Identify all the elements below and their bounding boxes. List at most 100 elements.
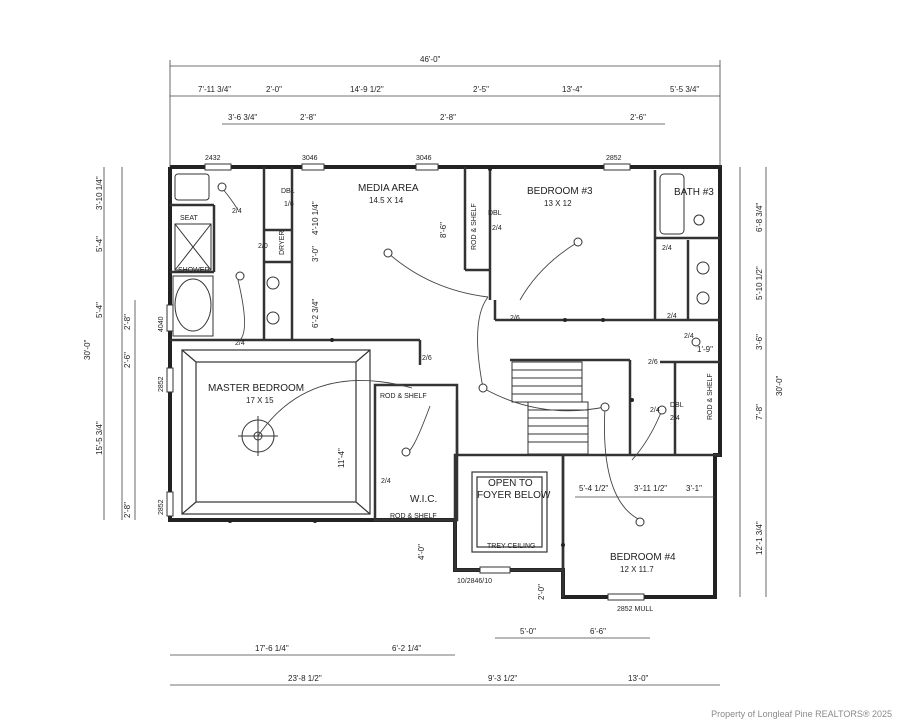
dim-bottom1-0: 17'-6 1/4" [255,644,289,653]
door-7: 2/4 [667,313,677,320]
dim-int-6: 2'-0" [537,584,546,600]
window-tag-8: 10/2846/10 [457,578,492,585]
master-trey-ceiling [181,349,371,515]
dim-bottom2-0: 23'-8 1/2" [288,674,322,683]
open-to-line1: OPEN TO [488,478,533,489]
dim-top1-0: 7'-11 3/4" [198,85,231,94]
dim-right-total: 30'-0" [775,375,784,396]
bedroom4-name: BEDROOM #4 [610,552,676,563]
rod-shelf-wic-top: ROD & SHELF [380,393,427,400]
dim-right1-1: 5'-10 1/2" [755,266,764,300]
dim-top1-1: 2'-0" [266,85,282,94]
dim-int-3: 8'-6" [439,222,448,238]
light-fixtures [217,182,701,527]
window-tag-6: 2852 [158,376,165,392]
dim-int-5: 4'-0" [417,544,426,560]
dim-right1-0: 6'-8 3/4" [755,203,764,232]
dbl-label-2: DBL [488,210,502,217]
trey-ceiling-label: TREY CEILING [487,543,536,550]
window-tag-1: 2432 [205,155,221,162]
dim-top1-3: 2'-5" [473,85,489,94]
master-bedroom-size: 17 X 15 [246,396,274,405]
dim-int-0: 4'-10 1/4" [311,201,320,235]
seat-label: SEAT [180,215,198,222]
dryer-label: DRYER [279,231,286,255]
dim-top-total: 46'-0" [420,55,441,64]
dim-int-2: 6'-2 3/4" [311,299,320,328]
dim-left-total: 30'-0" [83,339,92,360]
dim-int-7: 1'-9" [697,345,713,354]
dimension-lines [103,60,767,686]
rod-shelf-bed4: ROD & SHELF [707,373,714,420]
dim-int-1: 3'-0" [311,246,320,262]
rod-shelf-wic-bottom: ROD & SHELF [390,513,437,520]
door-4: 2/4 [492,225,502,232]
door-9: 2/4 [650,407,660,414]
door-3: 2/0 [258,243,268,250]
bedroom3-name: BEDROOM #3 [527,186,593,197]
dim-bottom-inner-1: 6'-6" [590,627,606,636]
dim-top1-4: 13'-4" [562,85,583,94]
watermark: Property of Longleaf Pine REALTORS® 2025 [711,709,892,719]
open-to-line2: FOYER BELOW [477,490,551,501]
dim-top2-0: 3'-6 3/4" [228,113,257,122]
dim-left2-0: 2'-8" [123,314,132,330]
door-12: 2/4 [381,478,391,485]
window-tag-7: 2852 [158,499,165,515]
wic-name: W.I.C. [410,494,437,505]
dim-bottom-inner-0: 5'-0" [520,627,536,636]
media-area-size: 14.5 X 14 [369,196,404,205]
rod-shelf-bed3: ROD & SHELF [471,203,478,250]
interior-walls [170,167,720,597]
door-13: 2/4 [684,333,694,340]
windows [166,163,645,601]
dim-left1-3: 15'-5 3/4" [95,421,104,455]
dbl-label: DBL [281,188,295,195]
dim-right1-2: 3'-6" [755,334,764,350]
dim-top1-5: 5'-5 3/4" [670,85,699,94]
media-area-name: MEDIA AREA [358,183,419,194]
dbl-label-3: DBL [670,402,684,409]
dim-top2-2: 2'-8" [440,113,456,122]
door-10: 2/4 [670,415,680,422]
dim-left1-0: 3'-10 1/4" [95,176,104,210]
dim-bed4-2: 3'-1" [686,484,702,493]
shower-label: SHOWER [178,267,210,274]
dim-int-4: 11'-4" [337,448,346,468]
dim-bottom1-1: 6'-2 1/4" [392,644,421,653]
dim-bottom2-1: 9'-3 1/2" [488,674,517,683]
dim-right1-3: 7'-8" [755,404,764,420]
door-5: 2/6 [510,315,520,322]
window-tag-3: 3046 [416,155,432,162]
dim-top1-2: 14'-9 1/2" [350,85,384,94]
dim-top2-3: 2'-6" [630,113,646,122]
bath3-name: BATH #3 [674,187,714,198]
door-11: 2/6 [422,355,432,362]
dim-top2-1: 2'-8" [300,113,316,122]
bath-fixtures [172,173,710,337]
stairs [511,361,589,455]
dim-right1-4: 12'-1 3/4" [755,521,764,555]
bedroom3-size: 13 X 12 [544,199,572,208]
door-6: 2/4 [662,245,672,252]
dim-left2-1: 2'-6" [123,352,132,368]
dim-bottom2-2: 13'-0" [628,674,649,683]
dim-bed4-1: 3'-11 1/2" [634,484,667,493]
dim-left1-1: 5'-4" [95,236,104,252]
door-2: 2/4 [235,340,245,347]
master-bedroom-name: MASTER BEDROOM [208,383,304,394]
window-tag-5: 4040 [158,316,165,332]
foyer-trey [471,471,548,553]
door-8: 2/6 [648,359,658,366]
window-tag-9: 2852 MULL [617,606,653,613]
bedroom4-size: 12 X 11.7 [620,565,654,574]
door-1: 2/4 [232,208,242,215]
window-tag-4: 2852 [606,155,622,162]
dim-left1-2: 5'-4" [95,302,104,318]
dbl-size: 1/6 [284,201,294,208]
window-tag-2: 3046 [302,155,318,162]
dim-left2-2: 2'-8" [123,502,132,518]
dim-bed4-0: 5'-4 1/2" [579,484,608,493]
